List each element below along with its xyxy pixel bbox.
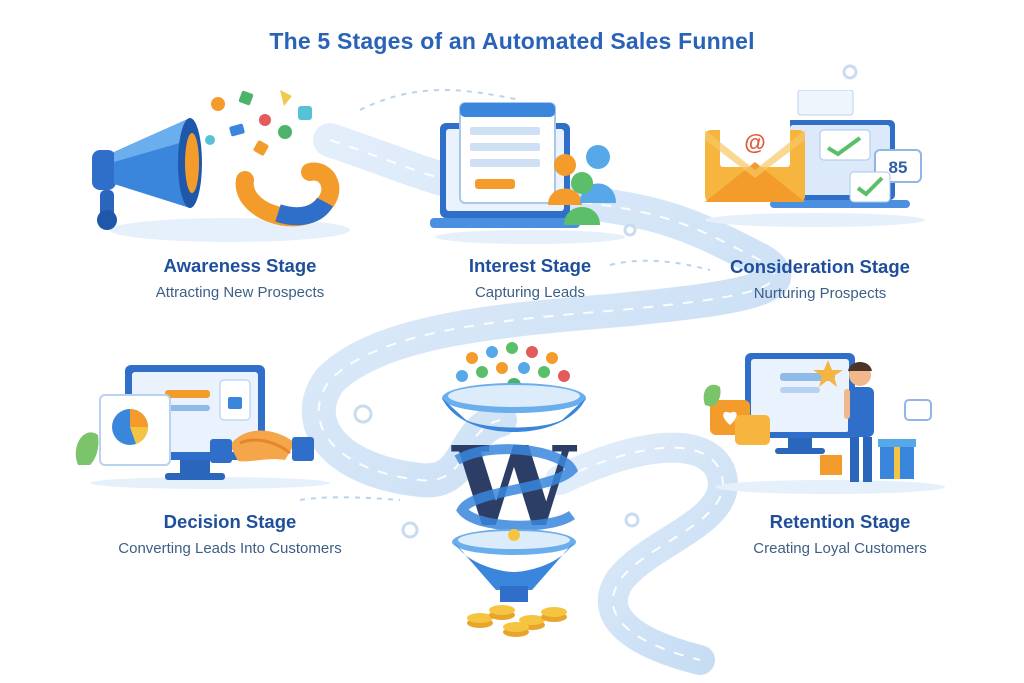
magnet-icon [235,162,340,227]
stage-awareness-subtitle: Attracting New Prospects [155,284,325,301]
email-envelope-icon: @ 85 [705,90,925,227]
stage-interest-title: Interest Stage [468,255,592,276]
handshake-icon [210,430,314,463]
stage-interest-subtitle: Capturing Leads [474,284,586,301]
stage-awareness-title: Awareness Stage [163,255,317,276]
stage-decision-title: Decision Stage [163,511,297,532]
people-icon [548,145,616,225]
stage-retention-subtitle: Creating Loyal Customers [753,540,927,557]
customer-service-gift-icon [703,353,945,494]
laptop-form-people-icon [430,102,625,244]
stage-retention-title: Retention Stage [769,511,911,532]
page-title: The 5 Stages of an Automated Sales Funne… [269,28,755,54]
envelope-icon: @ [705,112,805,202]
coins-icon [467,605,567,637]
score-badge: 85 [889,158,908,177]
stage-consideration-title: Consideration Stage [730,256,910,277]
monitor-handshake-icon [75,365,330,489]
heart-chat-icon [710,400,770,445]
svg-text:@: @ [744,130,765,155]
megaphone-magnet-icon [92,90,350,242]
gift-icon [820,439,916,479]
funnel-logo-icon: W [442,342,586,637]
megaphone-icon [92,118,202,230]
chart-card-icon [99,394,171,466]
worker-icon [844,362,874,482]
stage-consideration-subtitle: Nurturing Prospects [753,285,887,302]
stage-decision-subtitle: Converting Leads Into Customers [118,540,342,557]
